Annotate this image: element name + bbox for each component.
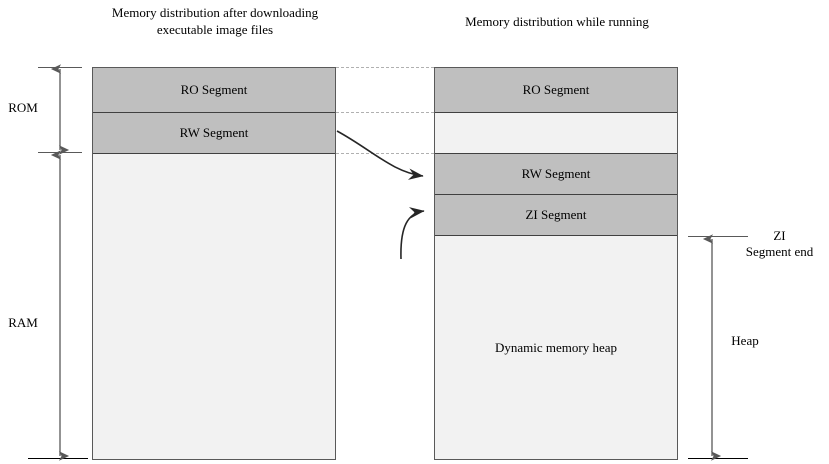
right-segment-gap bbox=[435, 113, 677, 154]
right-segment-rw: RW Segment bbox=[435, 154, 677, 195]
guide-line-bottom bbox=[336, 153, 434, 154]
zi-segment-end-label: ZI Segment end bbox=[745, 228, 814, 259]
heap-label: Heap bbox=[731, 333, 759, 348]
left-panel-title: Memory distribution after downloading ex… bbox=[111, 5, 319, 37]
right-panel-title: Memory distribution while running bbox=[465, 14, 649, 29]
ram-label: RAM bbox=[8, 315, 38, 330]
rom-label: ROM bbox=[8, 100, 38, 115]
left-memory-box: RO Segment RW Segment bbox=[92, 67, 336, 460]
guide-line-top bbox=[336, 67, 434, 68]
left-segment-free bbox=[93, 154, 335, 459]
right-memory-box: RO Segment RW Segment ZI Segment Dynamic… bbox=[434, 67, 678, 460]
left-segment-rw-label: RW Segment bbox=[179, 125, 249, 140]
right-segment-ro-label: RO Segment bbox=[522, 82, 590, 97]
right-segment-zi: ZI Segment bbox=[435, 195, 677, 236]
rom-bottom-tick bbox=[38, 152, 82, 153]
rom-top-tick bbox=[38, 67, 82, 68]
left-segment-ro-label: RO Segment bbox=[180, 82, 248, 97]
left-segment-ro: RO Segment bbox=[93, 68, 335, 113]
left-segment-rw: RW Segment bbox=[93, 113, 335, 154]
ram-bottom-tick bbox=[28, 458, 88, 459]
right-segment-rw-label: RW Segment bbox=[521, 166, 591, 181]
guide-line-middle bbox=[336, 112, 434, 113]
heap-bottom-tick bbox=[688, 458, 748, 459]
right-segment-heap: Dynamic memory heap bbox=[435, 236, 677, 459]
right-segment-zi-label: ZI Segment bbox=[525, 207, 587, 222]
right-segment-heap-label: Dynamic memory heap bbox=[494, 339, 617, 355]
right-segment-ro: RO Segment bbox=[435, 68, 677, 113]
zi-relocation-arrow bbox=[400, 207, 425, 260]
